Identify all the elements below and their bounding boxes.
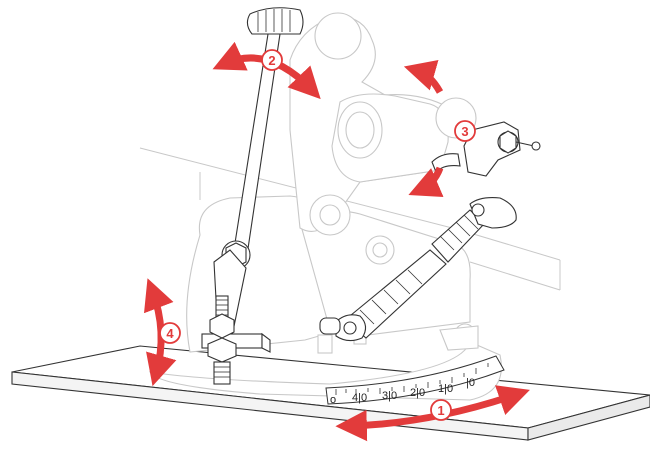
callout-3: 3 <box>454 120 476 142</box>
threaded-actuator <box>319 197 517 342</box>
callout-1: 1 <box>430 399 452 421</box>
scale-tick-20: 2|0 <box>410 387 425 399</box>
callout-3-label: 3 <box>461 124 468 139</box>
scale-tick-40: 4|0 <box>352 392 367 404</box>
rotate-base-arrow <box>335 385 530 442</box>
rotate-head-arrow-upper <box>403 60 444 94</box>
callout-4-label: 4 <box>166 326 174 341</box>
scale-tick-0: o <box>330 394 336 406</box>
callout-2: 2 <box>261 49 283 71</box>
head-clamp <box>431 121 541 177</box>
callout-2-label: 2 <box>268 53 275 68</box>
callout-4: 4 <box>159 322 181 344</box>
scale-tick-00: |0 <box>466 377 475 389</box>
rotate-head-arrow-lower <box>408 166 444 198</box>
scale-tick-10: 1|0 <box>438 383 453 395</box>
callout-1-label: 1 <box>437 403 444 418</box>
scale-tick-30: 3|0 <box>382 390 397 402</box>
